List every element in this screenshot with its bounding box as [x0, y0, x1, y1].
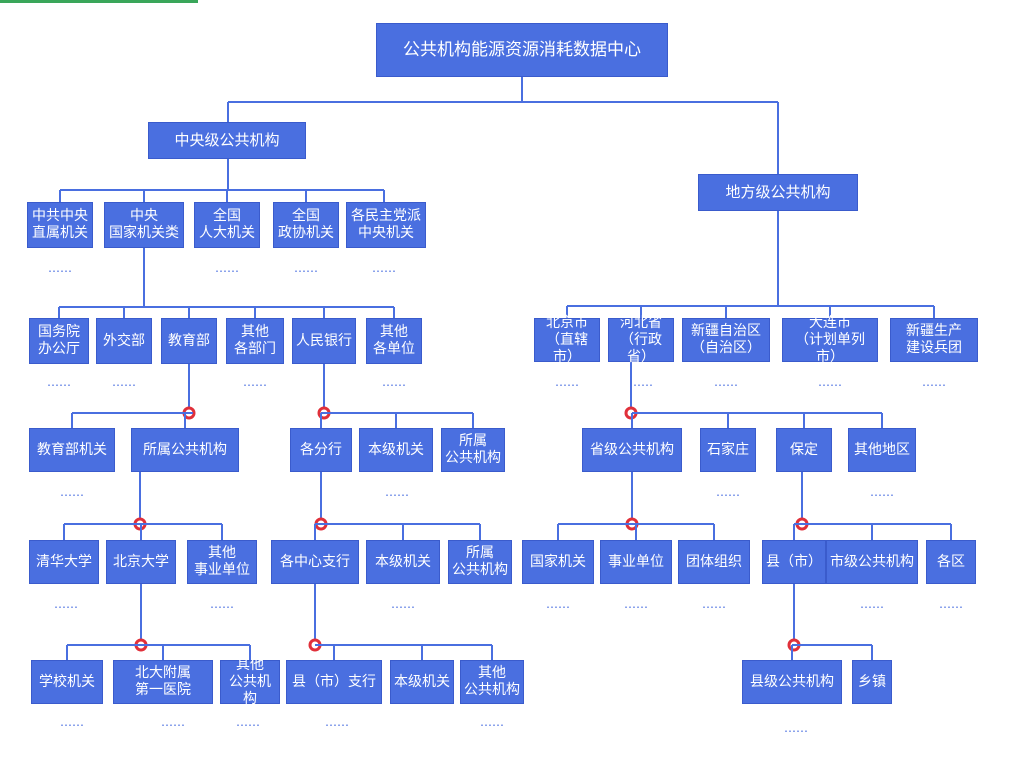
hebei-sub-0: 省级公共机构: [582, 428, 682, 472]
ellipsis: ……: [54, 597, 78, 611]
pbc-sub-0: 各分行: [290, 428, 352, 472]
ellipsis: ……: [236, 715, 260, 729]
ellipsis: ……: [818, 375, 842, 389]
root-node: 公共机构能源资源消耗数据中心: [376, 23, 668, 77]
ellipsis: ……: [555, 375, 579, 389]
county-sub-0: 县级公共机构: [742, 660, 842, 704]
ellipsis: ……: [860, 597, 884, 611]
ellipsis: ……: [112, 375, 136, 389]
ellipsis: ……: [629, 375, 653, 389]
top-accent-bar: [0, 0, 198, 3]
ellipsis: ……: [372, 261, 396, 275]
center-sub-1: 本级机关: [390, 660, 454, 704]
ellipsis: ……: [243, 375, 267, 389]
local-sub-1: 河北省 （行政省）: [608, 315, 674, 365]
ellipsis: ……: [480, 715, 504, 729]
ellipsis: ……: [382, 375, 406, 389]
edu-sub-0: 教育部机关: [29, 428, 115, 472]
state-dept-3: 其他 各部门: [226, 318, 284, 364]
central-sub-2: 全国 人大机关: [194, 202, 260, 248]
ellipsis: ……: [325, 715, 349, 729]
edu-sub-1: 所属公共机构: [131, 428, 239, 472]
state-dept-0: 国务院 办公厅: [29, 318, 89, 364]
edu-affil-0: 清华大学: [29, 540, 99, 584]
ellipsis: ……: [385, 485, 409, 499]
hebei-sub-1: 石家庄: [700, 428, 756, 472]
county-sub-1: 乡镇: [852, 660, 892, 704]
pku-sub-2: 其他 公共机构: [220, 657, 280, 707]
hebei-sub-2: 保定: [776, 428, 832, 472]
ellipsis: ……: [714, 375, 738, 389]
central-sub-1: 中央 国家机关类: [104, 202, 184, 248]
prov-sub-2: 团体组织: [678, 540, 750, 584]
local-sub-4: 新疆生产 建设兵团: [890, 318, 978, 362]
ellipsis: ……: [215, 261, 239, 275]
ellipsis: ……: [294, 261, 318, 275]
ellipsis: ……: [702, 597, 726, 611]
ellipsis: ……: [161, 715, 185, 729]
baoding-sub-2: 各区: [926, 540, 976, 584]
central-institutions: 中央级公共机构: [148, 122, 306, 159]
local-sub-2: 新疆自治区 （自治区）: [682, 318, 770, 362]
state-dept-2: 教育部: [161, 318, 217, 364]
ellipsis: ……: [624, 597, 648, 611]
pbc-sub-1: 本级机关: [359, 428, 433, 472]
local-sub-3: 大连市 （计划单列市）: [782, 315, 878, 365]
ellipsis: ……: [716, 485, 740, 499]
ellipsis: ……: [47, 375, 71, 389]
ellipsis: ……: [60, 715, 84, 729]
local-institutions: 地方级公共机构: [698, 174, 858, 211]
ellipsis: ……: [922, 375, 946, 389]
ellipsis: ……: [939, 597, 963, 611]
hebei-sub-3: 其他地区: [848, 428, 916, 472]
pku-sub-1: 北大附属 第一医院: [113, 660, 213, 704]
prov-sub-1: 事业单位: [600, 540, 672, 584]
ellipsis: ……: [546, 597, 570, 611]
branch-sub-1: 本级机关: [366, 540, 440, 584]
state-dept-4: 人民银行: [292, 318, 356, 364]
branch-sub-2: 所属 公共机构: [448, 540, 512, 584]
edu-affil-1: 北京大学: [106, 540, 176, 584]
ellipsis: ……: [210, 597, 234, 611]
ellipsis: ……: [784, 721, 808, 735]
center-sub-2: 其他 公共机构: [460, 660, 524, 704]
ellipsis: ……: [48, 261, 72, 275]
edu-affil-2: 其他 事业单位: [187, 540, 257, 584]
central-sub-0: 中共中央 直属机关: [27, 202, 93, 248]
branch-sub-0: 各中心支行: [271, 540, 359, 584]
center-sub-0: 县（市）支行: [286, 660, 382, 704]
state-dept-5: 其他 各单位: [366, 318, 422, 364]
baoding-sub-0: 县（市）: [762, 540, 826, 584]
central-sub-3: 全国 政协机关: [273, 202, 339, 248]
baoding-sub-1: 市级公共机构: [826, 540, 918, 584]
pbc-sub-2: 所属 公共机构: [441, 428, 505, 472]
ellipsis: ……: [870, 485, 894, 499]
state-dept-1: 外交部: [96, 318, 152, 364]
pku-sub-0: 学校机关: [31, 660, 103, 704]
local-sub-0: 北京市 （直辖市）: [534, 315, 600, 365]
prov-sub-0: 国家机关: [522, 540, 594, 584]
ellipsis: ……: [60, 485, 84, 499]
ellipsis: ……: [391, 597, 415, 611]
central-sub-4: 各民主党派 中央机关: [346, 202, 426, 248]
